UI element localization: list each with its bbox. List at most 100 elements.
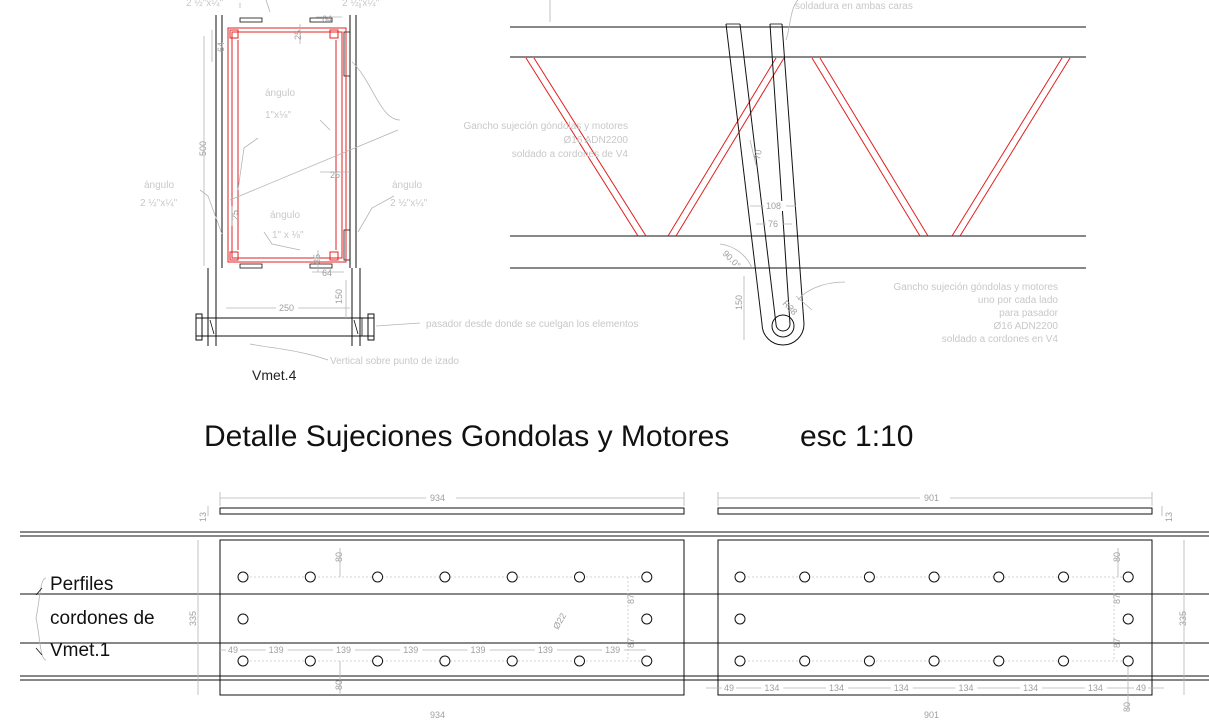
hole bbox=[372, 655, 384, 667]
side-label: Perfiles cordones de Vmet.1 bbox=[50, 574, 155, 661]
hook-note-2-line-2: uno por cada lado bbox=[978, 295, 1059, 306]
hook-note-1-line-2: Ø16 ADN2200 bbox=[564, 135, 629, 146]
plate-left-spacing-3: 139 bbox=[403, 645, 418, 655]
hook-note-2-line-5: soldado a cordones en V4 bbox=[942, 334, 1059, 345]
hole bbox=[734, 613, 746, 625]
dim-64-bot: 64 bbox=[322, 268, 332, 278]
plate-right-spacing-3: 134 bbox=[894, 683, 909, 693]
hole bbox=[993, 655, 1005, 667]
side-label-line-2: cordones de bbox=[50, 608, 155, 629]
dim-25-mid: 25 bbox=[330, 170, 340, 180]
hole bbox=[304, 655, 316, 667]
angle-right-size: 2 ½"x¼" bbox=[390, 197, 428, 209]
plate-left-dims: 934 13 335 80 80 Ø22 87 87 49 934 bbox=[188, 493, 636, 720]
plate-right-height: 335 bbox=[1178, 611, 1188, 626]
hole bbox=[799, 655, 811, 667]
hole bbox=[734, 571, 746, 583]
drawing-scale: esc 1:10 bbox=[800, 420, 913, 453]
hook-note-1-line-1: Gancho sujeción góndolas y motores bbox=[463, 121, 628, 132]
vertical-note: Vertical sobre punto de izado bbox=[330, 356, 459, 367]
hole bbox=[993, 571, 1005, 583]
side-label-line-1: Perfiles bbox=[50, 574, 113, 595]
hook-note-2-line-1: Gancho sujeción góndolas y motores bbox=[893, 282, 1058, 293]
plate-right-holes bbox=[734, 571, 1134, 667]
plate-right bbox=[717, 539, 1153, 696]
dim-64-side: 64 bbox=[216, 42, 226, 52]
hook-note-2-line-4: Ø16 ADN2200 bbox=[994, 321, 1059, 332]
hole bbox=[1122, 613, 1134, 625]
hole bbox=[1058, 571, 1069, 583]
plate-right-spacing-4: 134 bbox=[958, 683, 973, 693]
plate-left-v1: 87 bbox=[626, 594, 636, 604]
angle-left-label: ángulo bbox=[144, 180, 174, 191]
plate-left-spacing-2: 139 bbox=[336, 645, 351, 655]
angle-right-label: ángulo bbox=[392, 180, 422, 191]
angle-inner-bottom-label: ángulo bbox=[270, 210, 300, 221]
dim-500: 500 bbox=[198, 141, 208, 156]
hole bbox=[1058, 655, 1069, 667]
plate-right-v2: 87 bbox=[1112, 638, 1122, 648]
plate-right-dims: 901 13 335 80 80 87 87 49 49 901 bbox=[722, 493, 1188, 720]
weld-note: soldadura en ambas caras bbox=[795, 1, 913, 12]
plate-left-spacing-5: 139 bbox=[538, 645, 553, 655]
dim-25-left: 25 bbox=[230, 210, 240, 220]
hole bbox=[237, 571, 249, 583]
pin-note: pasador desde donde se cuelgan los eleme… bbox=[426, 319, 638, 330]
hole bbox=[506, 655, 518, 667]
truss-elevation-view: soldadura en ambas caras Gancho sujeción… bbox=[463, 0, 1086, 346]
plate-left-section bbox=[219, 507, 685, 515]
plate-right-width: 901 bbox=[924, 493, 939, 503]
dim-64-top: 64 bbox=[322, 14, 332, 24]
hole bbox=[641, 613, 653, 625]
hole bbox=[1122, 655, 1134, 667]
plate-left-edge-left: 49 bbox=[228, 645, 238, 655]
plate-right-bottom: 901 bbox=[924, 710, 939, 720]
plate-right-edge-right: 49 bbox=[1136, 683, 1146, 693]
vmet4-section-view: 2 ½"x¼" 2 ½"x¼" 64 64 25 ángulo 1"x⅛" 50… bbox=[140, 0, 638, 383]
hole bbox=[574, 655, 585, 667]
hole bbox=[928, 571, 940, 583]
plate-right-spacing-2: 134 bbox=[829, 683, 844, 693]
hole bbox=[372, 571, 384, 583]
hole bbox=[574, 571, 585, 583]
hole bbox=[799, 571, 811, 583]
plate-left-v2: 87 bbox=[626, 638, 636, 648]
hole bbox=[439, 655, 451, 667]
plate-left-spacing-1: 139 bbox=[269, 645, 284, 655]
drawing-title: Detalle Sujeciones Gondolas y Motores bbox=[204, 420, 729, 453]
plate-left-hole-dia: Ø22 bbox=[551, 611, 568, 631]
dim-70: 70 bbox=[752, 149, 764, 161]
hole bbox=[1122, 571, 1134, 583]
plate-right-edge-left: 49 bbox=[724, 683, 734, 693]
hole bbox=[734, 655, 746, 667]
hole bbox=[237, 655, 249, 667]
hole bbox=[304, 571, 316, 583]
dim-150-right: 150 bbox=[734, 295, 744, 310]
plate-left-edge-top: 80 bbox=[334, 552, 344, 562]
angle-left-size: 2 ½"x¼" bbox=[140, 197, 178, 209]
dim-25-top: 25 bbox=[293, 30, 303, 40]
view-label: Vmet.4 bbox=[252, 367, 297, 383]
plate-left bbox=[219, 539, 685, 696]
dim-150-left: 150 bbox=[334, 289, 344, 304]
plate-right-spacing-6: 134 bbox=[1088, 683, 1103, 693]
dim-108: 108 bbox=[766, 201, 781, 211]
hook-note-1-line-3: soldado a cordones de V4 bbox=[512, 149, 629, 160]
dim-25-bot: 25 bbox=[312, 254, 322, 264]
angle-inner-top-size: 1"x⅛" bbox=[265, 110, 291, 121]
plates-view bbox=[20, 492, 1209, 710]
side-label-line-3: Vmet.1 bbox=[50, 640, 110, 661]
angle-inner-top-label: ángulo bbox=[265, 88, 295, 99]
plate-right-thick: 13 bbox=[1164, 512, 1174, 522]
plate-left-bottom: 934 bbox=[430, 710, 445, 720]
plate-right-v1: 87 bbox=[1112, 594, 1122, 604]
angle-inner-bottom-size: 1" x ⅛" bbox=[272, 230, 304, 241]
dim-250: 250 bbox=[279, 303, 294, 313]
hole bbox=[641, 655, 653, 667]
plate-left-width: 934 bbox=[430, 493, 445, 503]
hole bbox=[439, 571, 451, 583]
plate-left-height: 335 bbox=[188, 611, 198, 626]
